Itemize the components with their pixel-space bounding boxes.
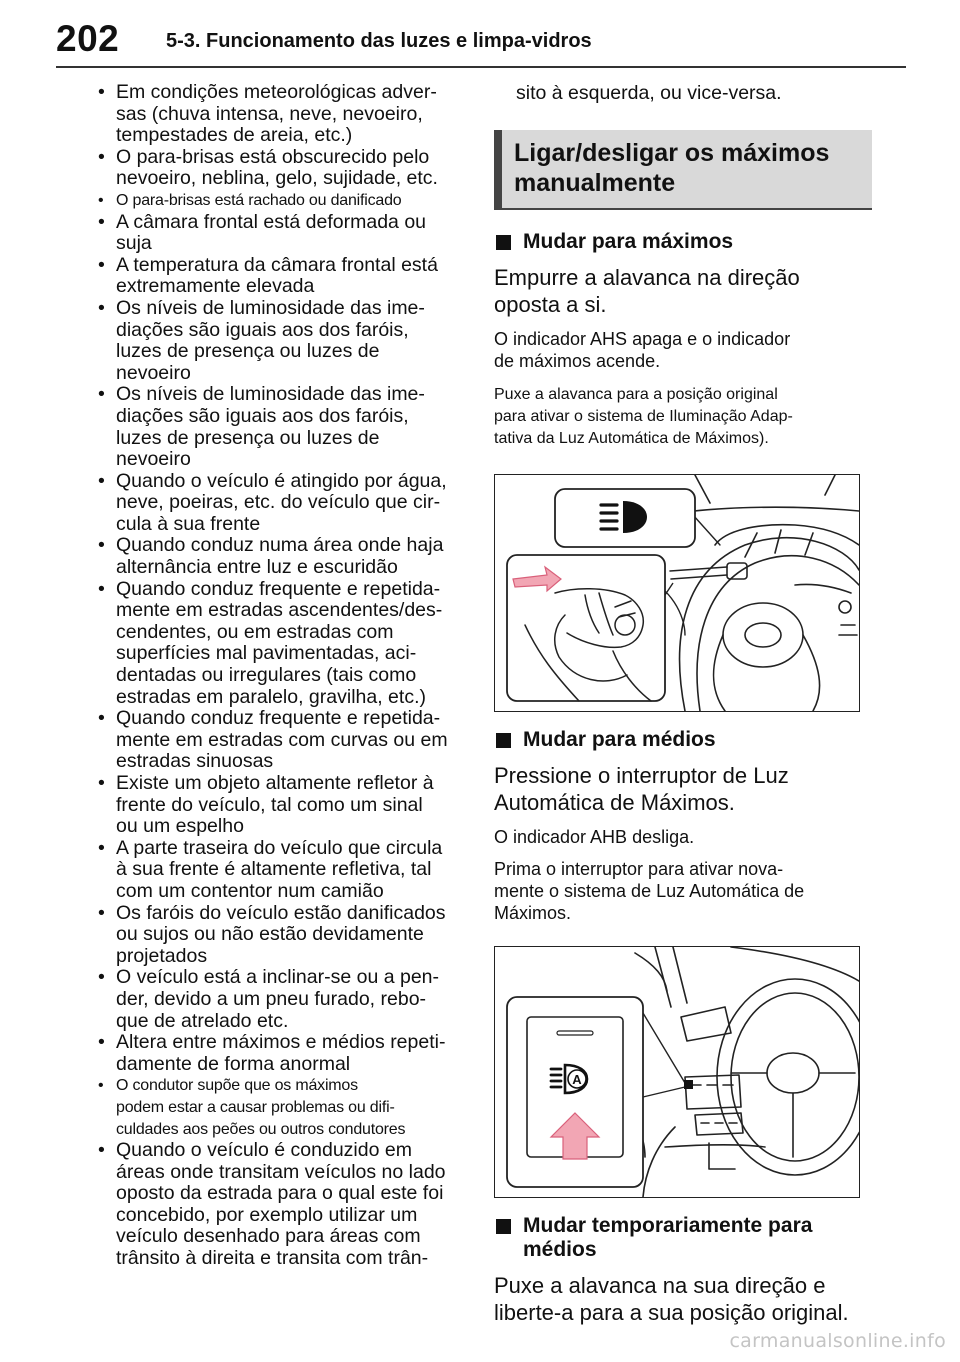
bullet-item: Quando conduz frequente e repetida- ment…	[90, 578, 472, 709]
switch-illustration: A	[506, 947, 859, 1197]
bullet-item: Quando o veículo é atingido por água, ne…	[90, 470, 472, 536]
bullet-item: Quando conduz frequente e repetida- ment…	[90, 707, 472, 773]
bullet-item: Altera entre máximos e médios repeti- da…	[90, 1031, 472, 1075]
page-number: 202	[56, 18, 120, 59]
continuation-text: sito à esquerda, ou vice-versa.	[516, 82, 782, 104]
bullet-item: Quando o veículo é conduzido em áreas on…	[90, 1139, 472, 1270]
subheading-high-beam: Mudar para máximos	[494, 230, 866, 254]
bullet-item: A parte traseira do veículo que circula …	[90, 837, 472, 903]
bullet-item: Os níveis de luminosidade das ime- diaçõ…	[90, 297, 472, 384]
high-beam-icon	[599, 503, 619, 531]
bullet-item: Existe um objeto altamente refletor à fr…	[90, 772, 472, 838]
switch-symbol-text: A	[572, 1072, 582, 1087]
instruction-low-beam: Pressione o interruptor de Luz Automátic…	[494, 763, 789, 815]
lever-illustration	[506, 475, 859, 711]
bullet-item: O para-brisas está obscurecido pelo nevo…	[90, 146, 472, 190]
push-arrow-icon	[512, 565, 562, 593]
square-bullet-icon	[496, 733, 511, 748]
instruction-high-beam: Empurre a alavanca na direção oposta a s…	[494, 265, 800, 317]
bullet-item: Os níveis de luminosidade das ime- diaçõ…	[90, 383, 472, 470]
left-column: Em condições meteorológicas adver- sas (…	[90, 81, 472, 1270]
bullet-item: A câmara frontal está deformada ou suja	[90, 211, 472, 255]
press-arrow-icon	[549, 1112, 601, 1160]
figure-lever-push	[494, 474, 860, 712]
bullet-item: O condutor supõe que os máximos podem es…	[90, 1075, 472, 1140]
bullet-item: A temperatura da câmara frontal está ext…	[90, 254, 472, 298]
figure-switch-press: A	[494, 946, 860, 1198]
section-title: Ligar/desligar os máximos manualmente	[514, 139, 830, 197]
note-high-beam-indicator: O indicador AHS apaga e o indicador de m…	[494, 329, 791, 371]
note-high-beam-return: Puxe a alavanca para a posição original …	[494, 386, 793, 447]
subheading-temporary-low-beam: Mudar temporariamente para médios	[494, 1214, 866, 1262]
section-title-box: Ligar/desligar os máximos manualmente	[494, 130, 872, 210]
right-column: sito à esquerda, ou vice-versa. Ligar/de…	[494, 82, 872, 1326]
note-low-beam-indicator: O indicador AHB desliga.	[494, 827, 695, 847]
bullet-item: Quando conduz numa área onde haja altern…	[90, 535, 472, 578]
auto-high-beam-icon	[549, 1067, 563, 1089]
instruction-temporary: Puxe a alavanca na sua direção e liberte…	[494, 1273, 849, 1325]
bullet-item: Em condições meteorológicas adver- sas (…	[90, 81, 472, 147]
bullet-item: Os faróis do veículo estão danificados o…	[90, 902, 472, 968]
bullet-item: O veículo está a inclinar-se ou a pen- d…	[90, 967, 472, 1032]
square-bullet-icon	[496, 235, 511, 250]
watermark: carmanualsonline.info	[729, 1330, 946, 1352]
header-divider	[56, 66, 906, 68]
bullet-item: O para-brisas está rachado ou danificado	[90, 190, 472, 212]
page-header: 202 5-3. Funcionamento das luzes e limpa…	[0, 0, 960, 80]
subheading-low-beam: Mudar para médios	[494, 728, 866, 752]
square-bullet-icon	[496, 1219, 511, 1234]
note-low-beam-reactivate: Prima o interruptor para ativar nova- me…	[494, 859, 805, 923]
chapter-title: 5-3. Funcionamento das luzes e limpa-vid…	[166, 30, 592, 52]
